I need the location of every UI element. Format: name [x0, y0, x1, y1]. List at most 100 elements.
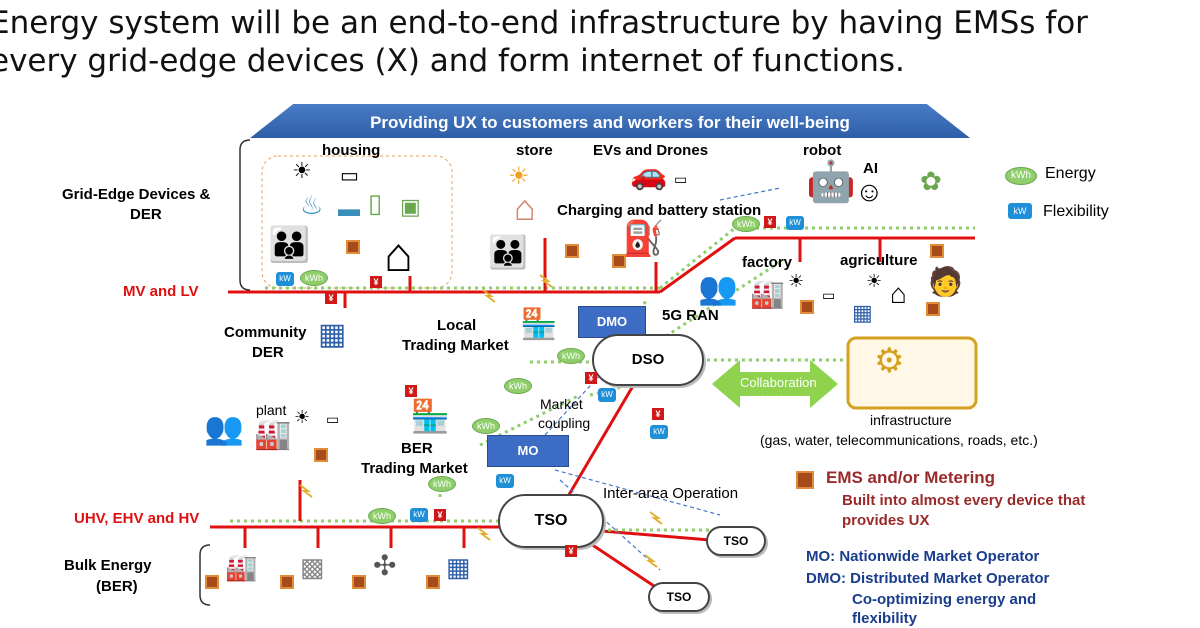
- kw-badge: kW: [786, 216, 804, 230]
- legend-kwh-badge: kWh: [1005, 167, 1037, 185]
- yen-badge: ¥: [764, 216, 776, 228]
- ems-chip: [800, 300, 814, 314]
- community-label: Community: [224, 324, 307, 341]
- charging-station-icon: ⛽: [622, 220, 665, 258]
- workers-icon: 👥: [698, 270, 738, 306]
- solar-panel-icon: ☀: [292, 158, 312, 183]
- ai-head-icon: ☺: [855, 176, 884, 207]
- kw-badge: kW: [276, 272, 294, 286]
- kwh-badge: kWh: [472, 418, 500, 434]
- agriculture-label: agriculture: [840, 252, 918, 269]
- store-sun-icon: ☀: [508, 163, 530, 190]
- ems-chip: [346, 240, 360, 254]
- bathtub-icon: ▬: [338, 196, 360, 221]
- mo-box: MO: [487, 435, 569, 467]
- store-family-icon: 👪: [488, 234, 528, 270]
- uhv-label: UHV, EHV and HV: [74, 510, 200, 527]
- evs-label: EVs and Drones: [593, 142, 709, 159]
- farm-solar-icon: ▦: [852, 300, 873, 325]
- yen-badge: ¥: [405, 385, 417, 397]
- battery-icon: ▭: [340, 165, 359, 187]
- ems-chip: [426, 575, 440, 589]
- community-der-label: DER: [252, 344, 284, 361]
- kwh-badge: kWh: [300, 270, 328, 286]
- infrastructure-label: infrastructure: [870, 412, 952, 428]
- barn-icon: ⌂: [890, 278, 907, 309]
- collaboration-label: Collaboration sharing: [740, 374, 817, 410]
- sharing-text: sharing: [754, 393, 798, 408]
- dmo-box: DMO: [578, 306, 646, 338]
- mv-lv-label: MV and LV: [123, 283, 199, 300]
- legend-ems-desc-2: provides UX: [842, 512, 930, 529]
- local-trading-market-label: Trading Market: [402, 337, 509, 354]
- local-trading-label: Local: [437, 317, 477, 334]
- plant-workers-icon: 👥: [204, 410, 244, 446]
- factory-solar-icon: ☀: [788, 271, 805, 291]
- yen-badge: ¥: [370, 276, 382, 288]
- tso-main-cloud: TSO: [498, 494, 604, 548]
- legend-ems-chip: [796, 471, 814, 489]
- plant-solar-icon: ☀: [294, 407, 311, 427]
- title-line-2: every grid-edge devices (X) and form int…: [0, 43, 905, 79]
- legend-ems-title: EMS and/or Metering: [826, 468, 996, 487]
- ems-chip: [314, 448, 328, 462]
- bulk-energy-label: Bulk Energy: [64, 557, 152, 574]
- ems-chip: [352, 575, 366, 589]
- ems-chip: [280, 575, 294, 589]
- yen-badge: ¥: [585, 372, 597, 384]
- bulk-plant-2-icon: ▩: [300, 552, 325, 582]
- ber-trading-market-label: Trading Market: [361, 460, 468, 477]
- ber-label: BER: [401, 440, 433, 457]
- legend-ems-desc-1: Built into almost every device that: [842, 492, 1086, 509]
- legend-energy-label: Energy: [1045, 165, 1096, 182]
- ems-chip: [926, 302, 940, 316]
- der-label: DER: [130, 206, 162, 223]
- housing-label: housing: [322, 142, 381, 159]
- factory-label: factory: [742, 254, 793, 271]
- local-shop-icon: 🏪: [520, 308, 558, 341]
- washer-icon: ▣: [400, 194, 421, 219]
- tso-cloud-2: TSO: [706, 526, 766, 556]
- ems-chip: [612, 254, 626, 268]
- yen-badge: ¥: [565, 545, 577, 557]
- bulk-solar-icon: ▦: [446, 552, 471, 582]
- kw-badge: kW: [410, 508, 428, 522]
- factory-battery-icon: ▭: [822, 287, 836, 303]
- yen-badge: ¥: [325, 292, 337, 304]
- ev-battery-icon: ▭: [674, 171, 688, 187]
- collaboration-text: Collaboration: [740, 375, 817, 390]
- farmer-icon: 🧑: [928, 266, 963, 297]
- kw-badge: kW: [496, 474, 514, 488]
- plant-sprout-icon: ✿: [920, 166, 942, 196]
- grid-edge-label: Grid-Edge Devices &: [62, 186, 211, 203]
- factory-icon: 🏭: [750, 278, 785, 309]
- charging-label: Charging and battery station: [557, 202, 762, 219]
- robot-icon: 🤖: [806, 160, 856, 204]
- legend-dmo-desc-1: Co-optimizing energy and: [852, 591, 1037, 608]
- ai-label: AI: [863, 160, 878, 177]
- kwh-badge: kWh: [428, 476, 456, 492]
- house-icon: ⌂: [384, 229, 413, 282]
- ems-chip: [565, 244, 579, 258]
- family-icon: 👪: [268, 226, 311, 264]
- kw-badge: kW: [598, 388, 616, 402]
- car-icon: 🚗: [630, 158, 668, 191]
- kwh-badge: kWh: [368, 508, 396, 524]
- legend-kw-badge: kW: [1008, 203, 1032, 219]
- pipeline-icon: ⚙: [874, 342, 905, 380]
- legend-mo-def: MO: Nationwide Market Operator: [806, 548, 1040, 565]
- yen-badge: ¥: [434, 509, 446, 521]
- farm-sun-icon: ☀: [866, 271, 883, 291]
- bulk-plant-1-icon: 🏭: [225, 552, 258, 582]
- kwh-badge: kWh: [732, 216, 760, 232]
- wind-turbine-icon: ✣: [373, 550, 397, 581]
- fridge-icon: ▯: [368, 188, 383, 218]
- 5g-ran-label: 5G RAN: [662, 307, 719, 324]
- kwh-badge: kWh: [557, 348, 585, 364]
- lamp-icon: ♨: [300, 190, 324, 220]
- community-solar-icon: ▦: [318, 318, 347, 351]
- market-coupling-label-1: Market: [540, 396, 583, 412]
- kwh-badge: kWh: [504, 378, 532, 394]
- market-coupling-label-2: coupling: [538, 415, 591, 431]
- store-label: store: [516, 142, 553, 159]
